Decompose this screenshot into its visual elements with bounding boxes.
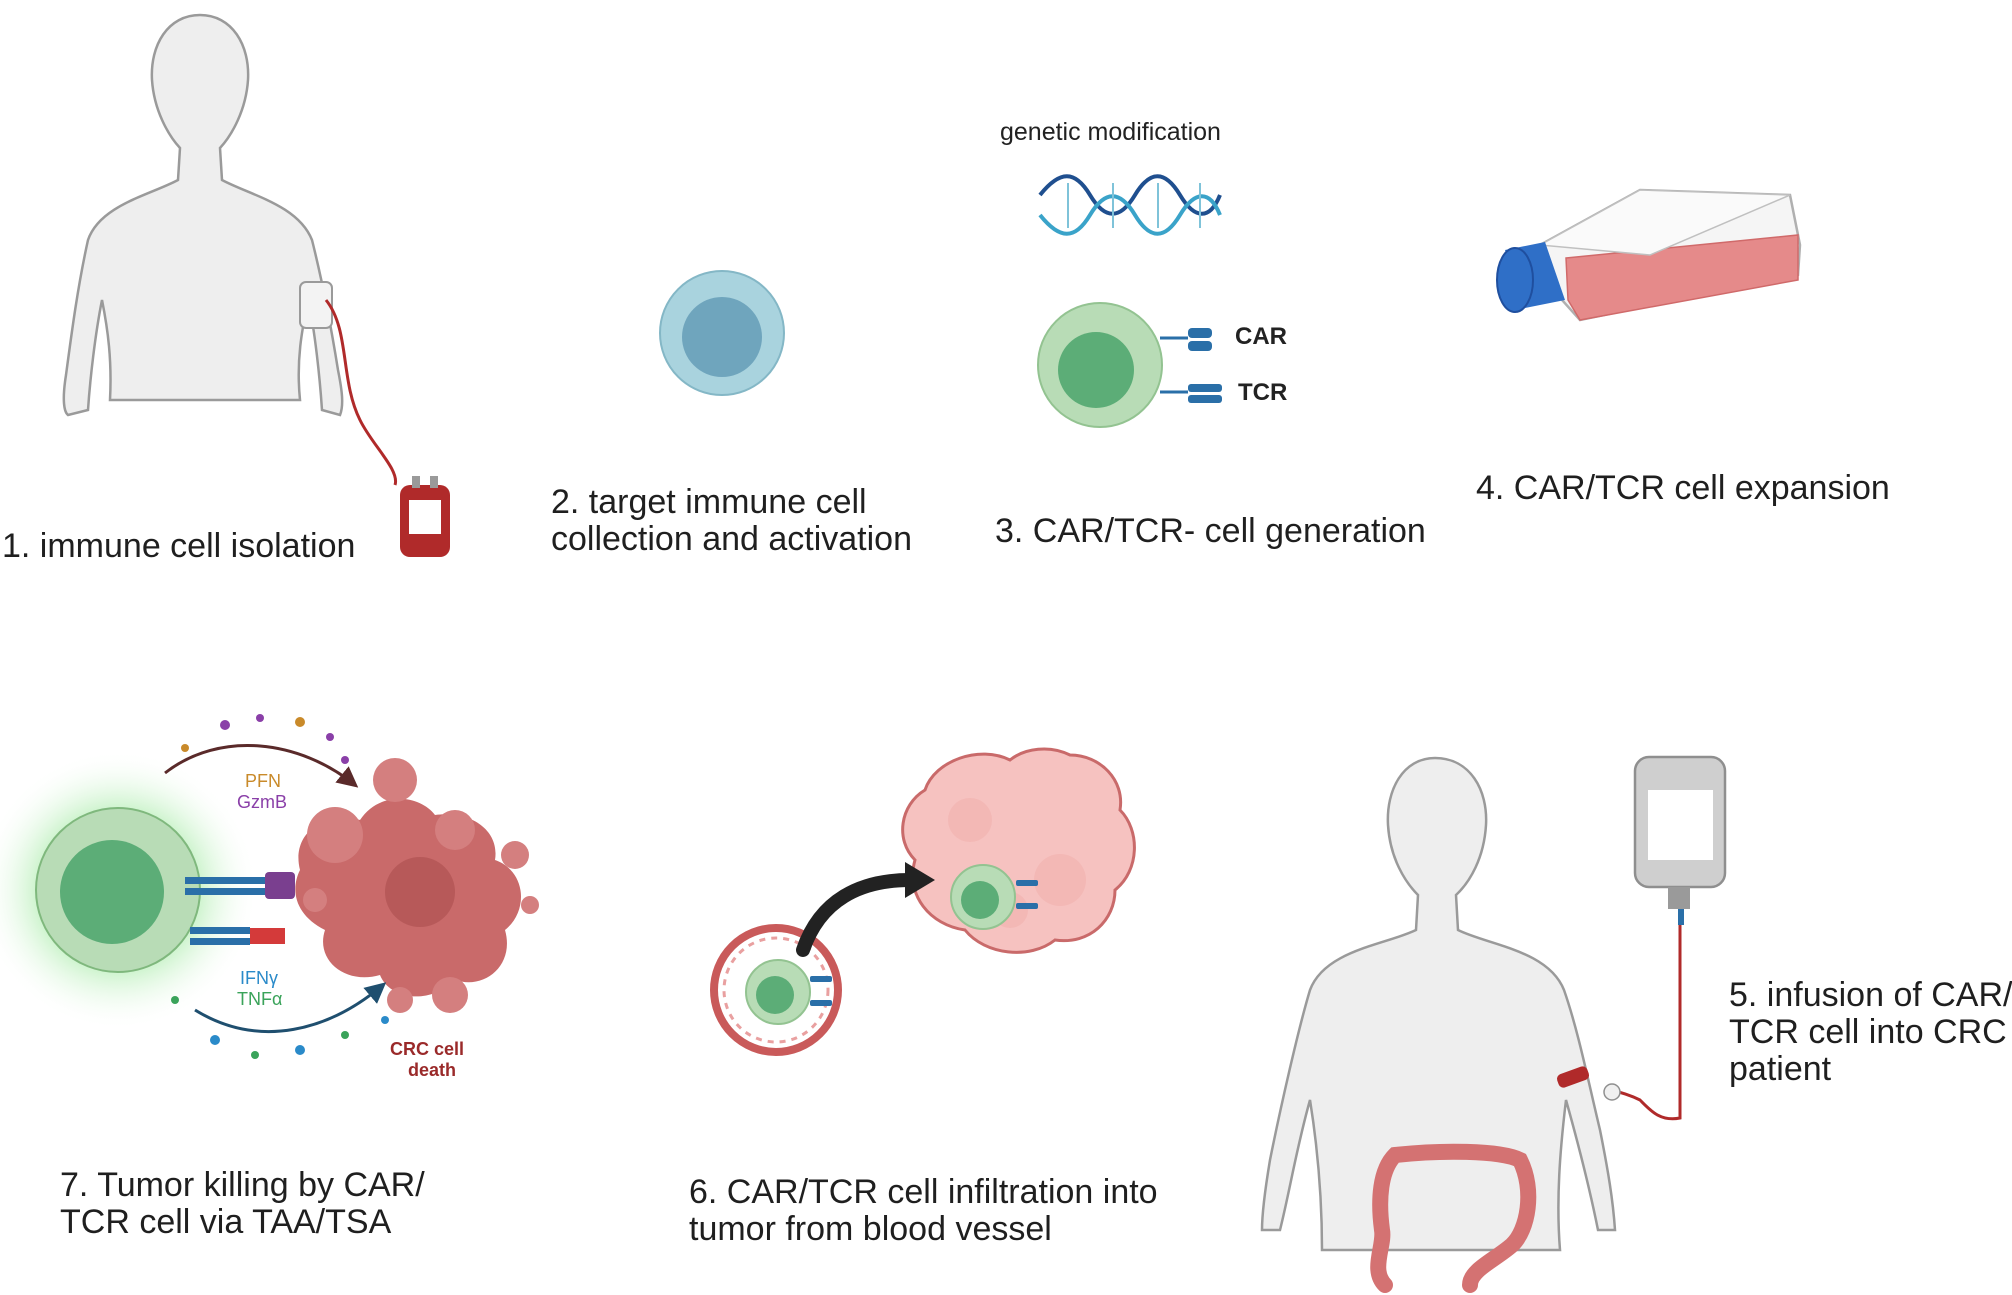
step4-label: 4. CAR/TCR cell expansion <box>1476 469 1890 507</box>
step1-label: 1. immune cell isolation <box>2 527 355 565</box>
step7-granule-dots <box>171 714 389 1059</box>
tnfa-label: TNFα <box>237 989 282 1009</box>
step2-immune-cell <box>659 270 785 396</box>
step3-car-receptor-icon <box>1160 328 1212 351</box>
step7-cytotoxic-arrow <box>164 744 359 788</box>
step3-genetic-modification-label: genetic modification <box>1000 118 1221 146</box>
step6-tumor-mass <box>901 747 1136 954</box>
step6-vessel-car-t-cell <box>745 959 832 1025</box>
crc-death-label-line1: CRC cell <box>390 1039 464 1059</box>
step7-label-line2: TCR cell via TAA/TSA <box>60 1203 392 1241</box>
step7-label-line1: 7. Tumor killing by CAR/ <box>60 1166 425 1204</box>
step3-tcr-label: TCR <box>1238 379 1287 406</box>
gzmb-label: GzmB <box>237 792 287 812</box>
step3-car-t-cell <box>1037 302 1163 428</box>
step6-label-line1: 6. CAR/TCR cell infiltration into <box>689 1173 1158 1211</box>
step1-blood-bag-icon <box>400 476 450 557</box>
step5-label-line2: TCR cell into CRC <box>1729 1013 2007 1051</box>
step1-iv-tubing <box>299 281 398 486</box>
step5-iv-bag-icon <box>1633 755 1727 925</box>
step6-label-line2: tumor from blood vessel <box>689 1210 1052 1248</box>
step6-migration-arrow <box>796 862 935 957</box>
step2-label-line1: 2. target immune cell <box>551 483 867 521</box>
dna-icon <box>1038 174 1222 236</box>
step7-receptor-binding <box>185 872 295 945</box>
step5-label-line1: 5. infusion of CAR/ <box>1729 976 2012 1014</box>
culture-flask-icon <box>1496 188 1802 322</box>
step5-label-line3: patient <box>1729 1050 1832 1088</box>
step1-patient-figure <box>62 13 344 417</box>
ifng-label: IFNγ <box>240 968 278 988</box>
step5-iv-line <box>1556 925 1682 1121</box>
colon-icon <box>1370 1143 1537 1293</box>
step7-cytokine-arrow <box>194 982 387 1033</box>
step3-tcr-receptor-icon <box>1160 384 1222 403</box>
step2-label-line2: collection and activation <box>551 520 912 558</box>
step7-tumor-cells <box>295 758 539 1013</box>
step7-car-t-cell-glow <box>0 750 258 1030</box>
step3-car-label: CAR <box>1235 323 1287 350</box>
step5-patient-figure <box>1260 756 1617 1252</box>
crc-death-label-line2: death <box>408 1060 456 1080</box>
pfn-label: PFN <box>245 771 281 791</box>
step6-infiltrating-car-t-cell <box>950 864 1038 930</box>
step3-label: 3. CAR/TCR- cell generation <box>995 512 1426 550</box>
